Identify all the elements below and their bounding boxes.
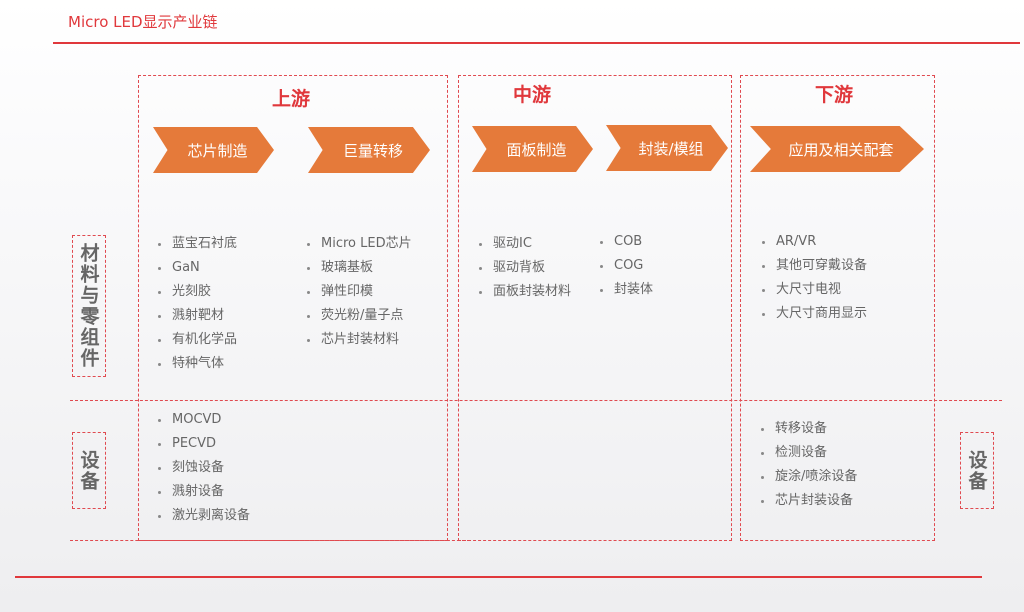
list-item: 大尺寸电视: [762, 278, 867, 302]
list-item: MOCVD: [158, 408, 250, 432]
list-item: 面板封装材料: [479, 280, 571, 304]
step-packaging-module: 封装/模组: [606, 125, 728, 171]
list-item: AR/VR: [762, 230, 867, 254]
step-applications: 应用及相关配套: [750, 126, 924, 172]
list-item: 驱动背板: [479, 256, 571, 280]
list-item: PECVD: [158, 432, 250, 456]
list-item: 光刻胶: [158, 280, 237, 304]
row-label-equipment: 设备: [72, 432, 106, 509]
downstream-header: 下游: [814, 84, 853, 106]
list-item: 封装体: [600, 278, 653, 302]
row-divider: [70, 400, 1002, 401]
list-item: 溅射靶材: [158, 304, 237, 328]
list-item: COB: [600, 230, 653, 254]
upstream-materials-list-b: Micro LED芯片玻璃基板弹性印模荧光粉/量子点芯片封装材料: [307, 232, 412, 352]
list-item: 溅射设备: [158, 480, 250, 504]
list-item: 旋涂/喷涂设备: [761, 465, 857, 489]
list-item: 特种气体: [158, 352, 237, 376]
downstream-equipment-list: 转移设备检测设备旋涂/喷涂设备芯片封装设备: [761, 417, 857, 513]
list-item: 弹性印模: [307, 280, 412, 304]
step-mass-transfer: 巨量转移: [308, 127, 430, 173]
midstream-header: 中游: [512, 84, 551, 106]
list-item: 其他可穿戴设备: [762, 254, 867, 278]
step-panel-manufacturing: 面板制造: [472, 126, 593, 172]
list-item: 驱动IC: [479, 232, 571, 256]
footer-divider: [15, 576, 982, 578]
title-divider: [53, 42, 1020, 44]
bottom-divider: [70, 540, 470, 541]
list-item: 有机化学品: [158, 328, 237, 352]
list-item: 芯片封装设备: [761, 489, 857, 513]
list-item: 芯片封装材料: [307, 328, 412, 352]
list-item: 大尺寸商用显示: [762, 302, 867, 326]
list-item: Micro LED芯片: [307, 232, 412, 256]
list-item: 激光剥离设备: [158, 504, 250, 528]
list-item: 转移设备: [761, 417, 857, 441]
page-title: Micro LED显示产业链: [68, 13, 218, 31]
list-item: 蓝宝石衬底: [158, 232, 237, 256]
list-item: COG: [600, 254, 653, 278]
list-item: 刻蚀设备: [158, 456, 250, 480]
downstream-column: [740, 75, 935, 541]
step-chip-manufacturing: 芯片制造: [153, 127, 274, 173]
list-item: 检测设备: [761, 441, 857, 465]
row-label-materials: 材料与零组件: [72, 235, 106, 377]
list-item: 荧光粉/量子点: [307, 304, 412, 328]
upstream-header: 上游: [271, 88, 310, 110]
midstream-column: [458, 75, 732, 541]
list-item: 玻璃基板: [307, 256, 412, 280]
list-item: GaN: [158, 256, 237, 280]
row-label-equipment-right: 设备: [960, 432, 994, 509]
